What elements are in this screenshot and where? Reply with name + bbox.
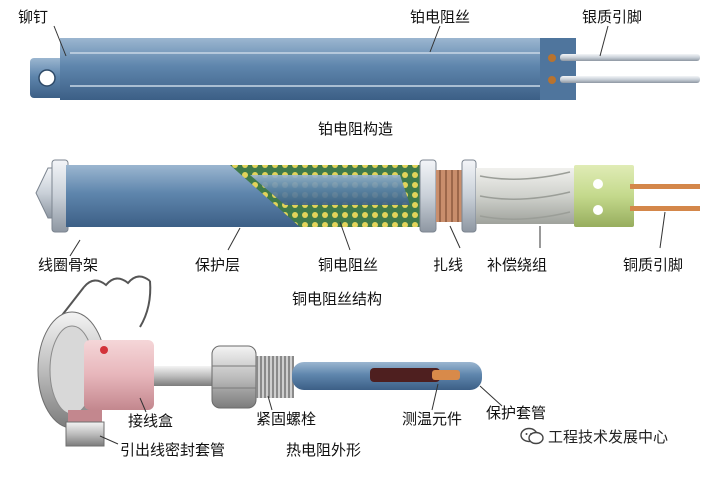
label-sensing-element: 测温元件: [402, 410, 462, 428]
platinum-resistor-diagram: [30, 26, 700, 100]
coil-frame-flange: [52, 160, 68, 232]
caption-copper-structure: 铜电阻丝结构: [292, 290, 382, 308]
junction-box: [84, 340, 154, 410]
protective-layer-leader: [228, 228, 240, 250]
binding-wire-leader: [450, 226, 460, 248]
platinum-tube: [60, 38, 570, 100]
label-binding-wire: 扎线: [433, 256, 463, 274]
watermark: 工程技术发展中心: [520, 425, 668, 447]
label-junction-box: 接线盒: [128, 412, 173, 430]
compensation-winding: [476, 168, 574, 224]
cap-hole-top: [593, 179, 603, 189]
watermark-text: 工程技术发展中心: [548, 426, 668, 447]
fastening-bolt-leader: [268, 396, 272, 410]
label-compensation-winding: 补偿绕组: [487, 256, 547, 274]
label-fastening-bolt: 紧固螺栓: [256, 410, 316, 428]
neck-pipe: [154, 366, 212, 386]
fastening-nut: [212, 346, 256, 408]
label-protective-layer: 保护层: [195, 256, 240, 274]
lead-cap: [574, 165, 634, 227]
caption-thermal-resistor-outline: 热电阻外形: [286, 441, 361, 459]
caption-platinum-structure: 铂电阻构造: [318, 120, 393, 138]
label-silver-leads: 银质引脚: [582, 8, 642, 26]
lead-joint-bottom: [548, 76, 556, 84]
cap-hole-bottom: [593, 205, 603, 215]
label-rivet: 铆钉: [18, 8, 48, 26]
lead-seal-sleeve: [66, 422, 104, 446]
label-copper-leads: 铜质引脚: [623, 256, 683, 274]
copper-resistor-diagram: [36, 160, 700, 256]
silver-lead-bottom: [560, 76, 700, 83]
chain: [84, 276, 150, 287]
sensing-element-slot: [370, 368, 440, 382]
binding-flange: [420, 160, 436, 232]
protective-sleeve-leader: [480, 386, 502, 406]
label-copper-wire: 铜电阻丝: [318, 256, 378, 274]
lead-end-block: [540, 38, 576, 100]
sensing-element: [432, 370, 460, 380]
rivet-hole: [39, 70, 55, 86]
copper-lead-bottom: [630, 206, 700, 211]
fastening-bolt: [256, 356, 294, 398]
silver-lead-top: [560, 54, 700, 61]
label-lead-seal-sleeve: 引出线密封套管: [120, 441, 225, 459]
label-protective-sleeve: 保护套管: [486, 404, 546, 422]
label-platinum-wire: 铂电阻丝: [410, 8, 470, 26]
coil-frame-leader: [70, 240, 80, 256]
copper-lead-top: [630, 184, 700, 189]
copper-leads-leader: [660, 212, 665, 248]
lead-joint-top: [548, 54, 556, 62]
wechat-icon: [520, 427, 544, 445]
silver-leads-leader: [600, 26, 608, 56]
label-coil-frame: 线圈骨架: [38, 256, 98, 274]
winding-flange: [462, 160, 476, 232]
